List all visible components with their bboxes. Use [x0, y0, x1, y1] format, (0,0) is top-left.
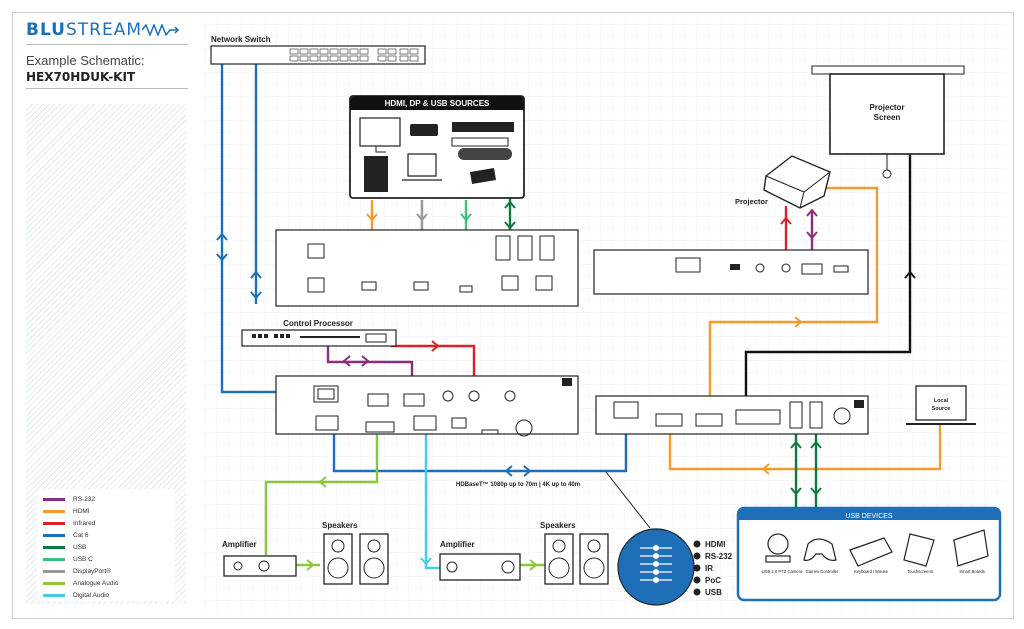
projector-label: Projector — [735, 197, 768, 206]
cat6-hdbaset-link — [332, 430, 628, 473]
feature-usb: USB — [705, 588, 722, 597]
ptz-camera-base-icon — [765, 555, 791, 563]
legend-swatch — [43, 521, 65, 525]
amplifier-right: Amplifier — [439, 540, 521, 581]
speakers-right: Speakers — [540, 521, 609, 585]
feature-rs232: RS-232 — [705, 552, 733, 561]
games-controller-icon — [803, 538, 837, 561]
usb-device-label: USB 2.0 PTZ Camera — [762, 569, 803, 574]
feature-ir: IR — [705, 564, 713, 573]
bluray-player-icon — [451, 137, 509, 147]
usb-device-label: Touchscreens — [907, 569, 933, 574]
usb-device-label: Smart Boards — [959, 569, 985, 574]
kit-name: HEX70HDUK-KIT — [26, 70, 136, 84]
amplifier-left-label: Amplifier — [222, 540, 257, 549]
legend-label: HDMI — [73, 508, 90, 515]
legend-label: DisplayPort® — [73, 568, 112, 575]
local-source-laptop: Local Source — [906, 385, 976, 425]
local-source-label-2: Source — [932, 406, 951, 412]
legend-label: Infrared — [73, 520, 96, 527]
smart-board-icon — [953, 529, 989, 567]
usb-devices-panel: USB DEVICES USB 2.0 PTZ Camera Games Con… — [736, 506, 1002, 602]
amplifier-left: Amplifier — [222, 540, 297, 577]
legend: RS-232 HDMI Infrared Cat 6 USB USB C Dis… — [37, 489, 175, 601]
sources-title: HDMI, DP & USB SOURCES — [385, 99, 490, 108]
feature-hdmi: HDMI — [705, 540, 725, 549]
logo-wave-icon — [141, 22, 180, 38]
legend-swatch — [43, 533, 65, 537]
schematic-subtitle: Example Schematic: — [26, 53, 145, 68]
usb-devices-title: USB DEVICES — [845, 513, 892, 520]
camera-icon — [470, 168, 496, 184]
network-switch: Network Switch — [210, 35, 426, 65]
speakers-right-label: Speakers — [540, 521, 576, 530]
legend-swatch — [43, 569, 65, 573]
touchscreen-icon — [903, 533, 935, 567]
feature-poc: PoC — [705, 576, 721, 585]
title-divider — [26, 44, 188, 45]
hdbaset-note: HDBaseT™ 1080p up to 70m | 4K up to 40m — [456, 481, 580, 488]
pc-tower-icon — [364, 156, 388, 192]
legend-swatch — [43, 557, 65, 561]
transmitter-rear-panel — [275, 375, 579, 437]
legend-swatch — [43, 545, 65, 549]
projector: Projector — [735, 155, 831, 209]
local-source-label-1: Local — [934, 398, 949, 404]
control-processor: Control Processor — [241, 319, 397, 347]
ptz-camera-icon — [767, 533, 789, 555]
speakers-left-label: Speakers — [322, 521, 358, 530]
legend-label: Analogue Audio — [73, 580, 119, 587]
legend-swatch — [43, 497, 65, 501]
legend-swatch — [43, 581, 65, 585]
legend-swatch — [43, 509, 65, 513]
digital-audio-cable — [424, 432, 440, 570]
projector-screen-label-2: Screen — [874, 113, 901, 122]
hdbaset-feature-badge — [605, 471, 695, 606]
monitor-icon — [359, 117, 401, 147]
control-processor-label: Control Processor — [283, 319, 353, 328]
projector-screen-label-1: Projector — [869, 103, 904, 112]
legend-label: Digital Audio — [73, 592, 110, 599]
usb-device-label: Keyboard / Mouse — [854, 569, 889, 574]
hdbaset-features-list: HDMI RS-232 IR PoC USB — [693, 540, 733, 597]
legend-label: RS-232 — [73, 496, 96, 503]
logo-text-thin: STREAM — [66, 20, 143, 40]
title-divider-lower — [26, 88, 188, 89]
laptop-icon — [402, 153, 442, 181]
cat6-switch-to-transmitter — [220, 62, 282, 394]
legend-label: USB C — [73, 556, 93, 563]
cable-arrows — [216, 200, 916, 571]
screen-relay-cable — [744, 150, 912, 408]
set-top-box-icon — [452, 122, 514, 132]
legend-label: USB — [73, 544, 87, 551]
network-switch-label: Network Switch — [211, 35, 271, 44]
media-player-icon — [410, 124, 438, 136]
legend-label: Cat 6 — [73, 532, 89, 539]
legend-swatch — [43, 593, 65, 597]
speakers-left: Speakers — [322, 521, 389, 585]
usb-device-label: Games Controller — [806, 569, 839, 574]
title-block: BLUSTREAM Example Schematic: HEX70HDUK-K… — [26, 20, 188, 93]
blustream-logo: BLUSTREAM — [26, 20, 188, 40]
sources-panel: HDMI, DP & USB SOURCES — [349, 95, 525, 199]
keyboard-icon — [849, 537, 893, 567]
console-icon — [458, 148, 512, 160]
projector-screen: Projector Screen — [811, 65, 965, 179]
hdmi-receiver-to-projector — [708, 186, 879, 420]
hdmi-local-source — [668, 423, 942, 471]
amplifier-right-label: Amplifier — [440, 540, 475, 549]
receiver-front-panel — [593, 249, 869, 295]
receiver-rear-panel — [595, 395, 869, 435]
logo-text-bold: BLU — [26, 20, 66, 40]
switcher-front-panel — [275, 229, 579, 307]
